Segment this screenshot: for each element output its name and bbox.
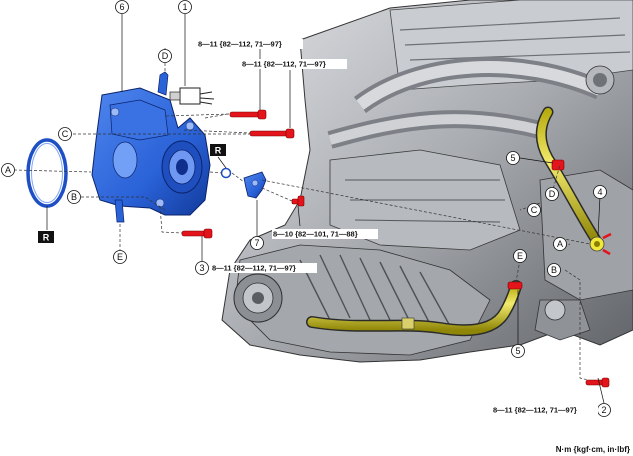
- svg-text:5: 5: [515, 346, 520, 356]
- svg-text:2: 2: [601, 405, 606, 415]
- svg-text:1: 1: [182, 2, 187, 12]
- callout-1: 1: [178, 0, 192, 14]
- callout-4: 4: [593, 185, 607, 199]
- oil-pipe-lower: [306, 280, 522, 337]
- svg-text:8—11 {82—112, 71—97}: 8—11 {82—112, 71—97}: [212, 264, 296, 273]
- svg-text:E: E: [517, 251, 523, 261]
- callout-D-pump: D: [158, 49, 172, 63]
- torque-spec-3: 8—11 {82—112, 71—97}: [211, 263, 317, 273]
- replace-badge-oring: R: [38, 231, 54, 243]
- svg-text:3: 3: [199, 263, 204, 273]
- svg-text:A: A: [5, 165, 11, 175]
- gasket-red-5-lower: [507, 281, 523, 290]
- svg-text:8—10 {82—101, 71—88}: 8—10 {82—101, 71—88}: [273, 230, 358, 239]
- callout-B-pump: B: [67, 190, 81, 204]
- callout-2: 2: [597, 403, 611, 417]
- svg-text:R: R: [43, 233, 50, 243]
- svg-text:5: 5: [510, 153, 515, 163]
- svg-text:R: R: [215, 146, 222, 156]
- callout-C-pump: C: [58, 127, 72, 141]
- svg-text:8—11 {82—112, 71—97}: 8—11 {82—112, 71—97}: [493, 406, 577, 415]
- connector-1: [169, 87, 215, 105]
- callout-6: 6: [115, 0, 129, 14]
- torque-spec-2: 8—11 {82—112, 71—97}: [492, 405, 598, 415]
- small-o-ring: [220, 167, 232, 179]
- o-ring: [26, 138, 68, 208]
- union-bolt-4: [589, 232, 612, 256]
- callout-A-pump: A: [1, 163, 15, 177]
- svg-text:6: 6: [119, 2, 124, 12]
- bolt-2: [585, 377, 610, 388]
- svg-text:B: B: [551, 265, 557, 275]
- svg-text:D: D: [162, 51, 169, 61]
- vacuum-pump: [91, 71, 211, 223]
- torque-spec-top-2: 8—11 {82—112, 71—97}: [241, 59, 347, 69]
- callout-B-engine: B: [547, 263, 561, 277]
- bolt-upper-2: [249, 128, 295, 139]
- callout-D-engine: D: [545, 187, 559, 201]
- svg-text:A: A: [557, 239, 563, 249]
- oil-pipe-upper: [535, 106, 602, 246]
- svg-text:E: E: [117, 252, 123, 262]
- torque-spec-mid: 8—10 {82—101, 71—88}: [272, 229, 378, 239]
- bolt-mid: [291, 195, 305, 207]
- svg-text:C: C: [531, 205, 538, 215]
- bolt-3: [181, 228, 213, 239]
- engine-block: [221, 0, 633, 363]
- callout-E-pump: E: [113, 250, 127, 264]
- svg-text:4: 4: [597, 187, 602, 197]
- callout-5-upper: 5: [506, 151, 520, 165]
- svg-text:C: C: [62, 129, 69, 139]
- callout-7: 7: [250, 236, 264, 250]
- gasket-red-5-upper: [551, 159, 565, 171]
- svg-text:8—11 {82—112, 71—97}: 8—11 {82—112, 71—97}: [198, 40, 282, 49]
- callout-A-engine: A: [553, 237, 567, 251]
- torque-units-note: N·m {kgf·cm, in·lbf}: [556, 445, 630, 454]
- svg-text:B: B: [71, 192, 77, 202]
- callout-E-engine: E: [513, 249, 527, 263]
- svg-text:D: D: [549, 189, 556, 199]
- callout-5-lower: 5: [511, 344, 525, 358]
- svg-text:8—11 {82—112, 71—97}: 8—11 {82—112, 71—97}: [242, 60, 326, 69]
- callout-C-engine: C: [527, 203, 541, 217]
- bolt-upper-1: [229, 109, 267, 120]
- callout-3: 3: [195, 261, 209, 275]
- bracket-7: [243, 171, 267, 199]
- leader-lines: [46, 14, 605, 404]
- replace-badge-small-oring: R: [210, 144, 226, 156]
- torque-spec-top-1: 8—11 {82—112, 71—97}: [197, 39, 303, 49]
- svg-text:7: 7: [254, 238, 259, 248]
